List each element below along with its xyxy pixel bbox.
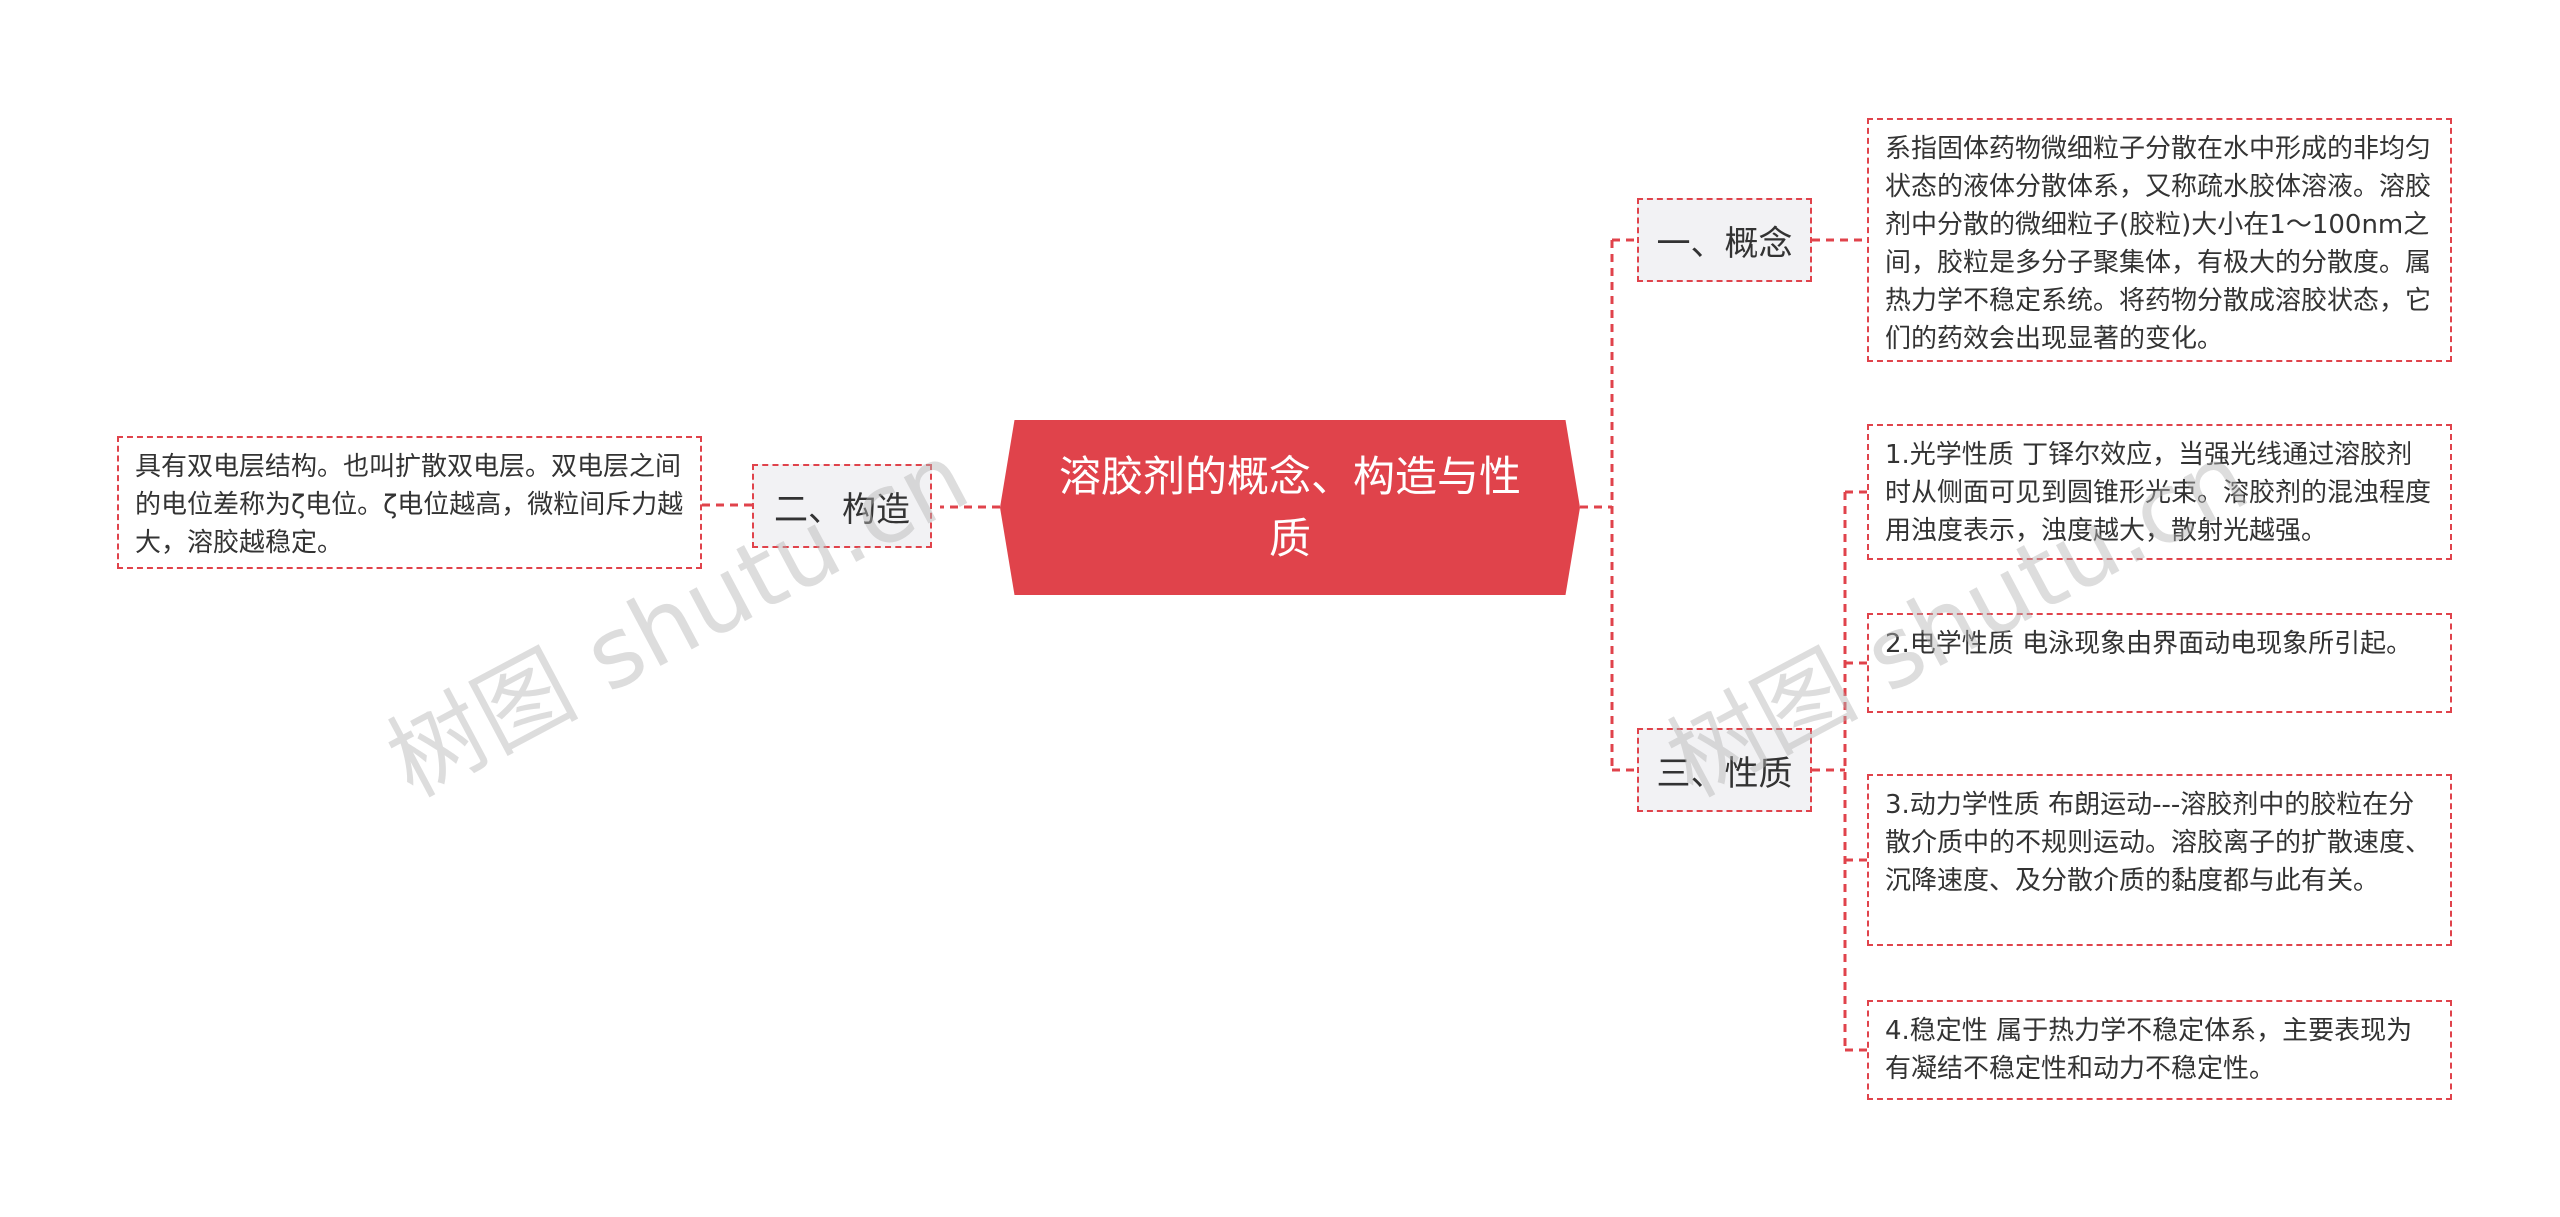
branch-properties[interactable]: 三、性质 xyxy=(1637,728,1812,812)
leaf-property-kinetic[interactable]: 3.动力学性质 布朗运动---溶胶剂中的胶粒在分散介质中的不规则运动。溶胶离子的… xyxy=(1867,774,2452,946)
center-node[interactable]: 溶胶剂的概念、构造与性质 xyxy=(1000,420,1580,595)
branch-concept-label: 一、概念 xyxy=(1656,223,1793,264)
leaf-concept-text: 系指固体药物微细粒子分散在水中形成的非均匀状态的液体分散体系，又称疏水胶体溶液。… xyxy=(1885,134,2432,354)
leaf-property-electrical-text: 2.电学性质 电泳现象由界面动电现象所引起。 xyxy=(1885,629,2413,659)
leaf-property-kinetic-text: 3.动力学性质 布朗运动---溶胶剂中的胶粒在分散介质中的不规则运动。溶胶离子的… xyxy=(1885,790,2432,896)
branch-structure[interactable]: 二、构造 xyxy=(752,464,932,548)
leaf-property-stability[interactable]: 4.稳定性 属于热力学不稳定体系，主要表现为有凝结不稳定性和动力不稳定性。 xyxy=(1867,1000,2452,1100)
center-title: 溶胶剂的概念、构造与性质 xyxy=(1058,451,1521,563)
leaf-structure[interactable]: 具有双电层结构。也叫扩散双电层。双电层之间的电位差称为ζ电位。ζ电位越高，微粒间… xyxy=(117,436,702,569)
branch-structure-label: 二、构造 xyxy=(774,489,910,530)
leaf-property-electrical[interactable]: 2.电学性质 电泳现象由界面动电现象所引起。 xyxy=(1867,613,2452,713)
leaf-concept[interactable]: 系指固体药物微细粒子分散在水中形成的非均匀状态的液体分散体系，又称疏水胶体溶液。… xyxy=(1867,118,2452,362)
branch-concept[interactable]: 一、概念 xyxy=(1637,198,1812,282)
leaf-structure-text: 具有双电层结构。也叫扩散双电层。双电层之间的电位差称为ζ电位。ζ电位越高，微粒间… xyxy=(135,452,684,558)
leaf-property-stability-text: 4.稳定性 属于热力学不稳定体系，主要表现为有凝结不稳定性和动力不稳定性。 xyxy=(1885,1016,2413,1084)
leaf-property-optical-text: 1.光学性质 丁铎尔效应，当强光线通过溶胶剂时从侧面可见到圆锥形光束。溶胶剂的混… xyxy=(1885,440,2432,546)
branch-properties-label: 三、性质 xyxy=(1656,753,1793,794)
leaf-property-optical[interactable]: 1.光学性质 丁铎尔效应，当强光线通过溶胶剂时从侧面可见到圆锥形光束。溶胶剂的混… xyxy=(1867,424,2452,560)
